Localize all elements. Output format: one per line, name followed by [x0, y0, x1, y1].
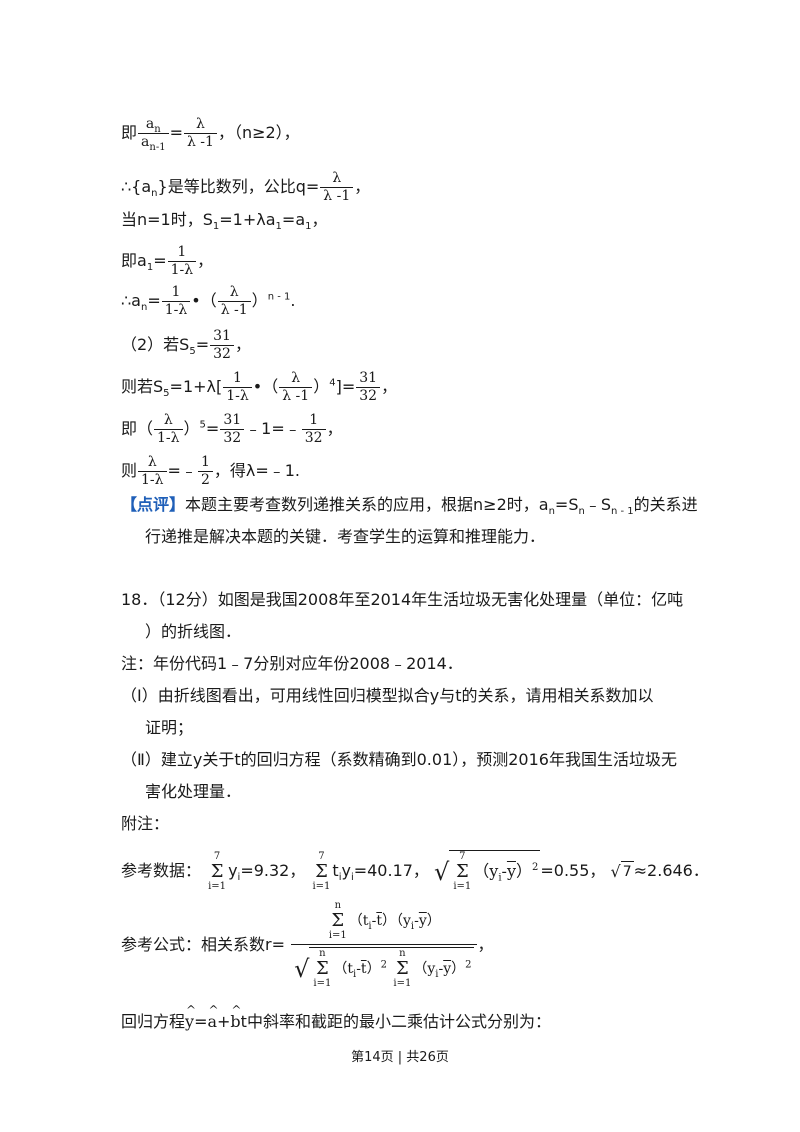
y-hat: y: [185, 1000, 196, 1032]
a-hat: a: [207, 1000, 218, 1032]
comment-line-2: 行递推是解决本题的关键．考查学生的运算和推理能力．: [145, 527, 546, 546]
derivation-line-3: 当n=1时，S1=1+λa1=a1，: [121, 210, 328, 233]
page-footer: 第14页 | 共26页: [351, 1050, 449, 1065]
question-18-line-2: ）的折线图．: [145, 622, 242, 641]
regression-line: 回归方程y=a+bt中斜率和截距的最小二乘估计公式分别为：: [121, 1000, 551, 1032]
part-2-line-2: 害化处理量．: [145, 782, 242, 801]
b-hat: b: [230, 1000, 241, 1032]
part-1-line-2: 证明；: [145, 718, 194, 737]
comment-line-1: 【点评】本题主要考查数列递推关系的应用，根据n≥2时，an=Sn﹣Sn - 1的…: [121, 495, 698, 518]
sqrt-icon: √: [610, 861, 621, 881]
sqrt-icon: √: [434, 857, 450, 886]
question-18-line-1: 18．（12分）如图是我国2008年至2014年生活垃圾无害化处理量（单位：亿吨: [121, 590, 684, 609]
part-1-line-1: （Ⅰ）由折线图看出，可用线性回归模型拟合y与t的关系，请用相关系数加以: [121, 686, 654, 705]
comment-tag: 【点评】: [121, 495, 186, 514]
question-note: 注：年份代码1﹣7分别对应年份2008﹣2014．: [121, 654, 463, 673]
part-2-line-1: （Ⅱ）建立y关于t的回归方程（系数精确到0.01），预测2016年我国生活垃圾无: [121, 750, 677, 769]
sqrt-icon: √: [294, 954, 310, 983]
appendix-label: 附注：: [121, 814, 170, 833]
